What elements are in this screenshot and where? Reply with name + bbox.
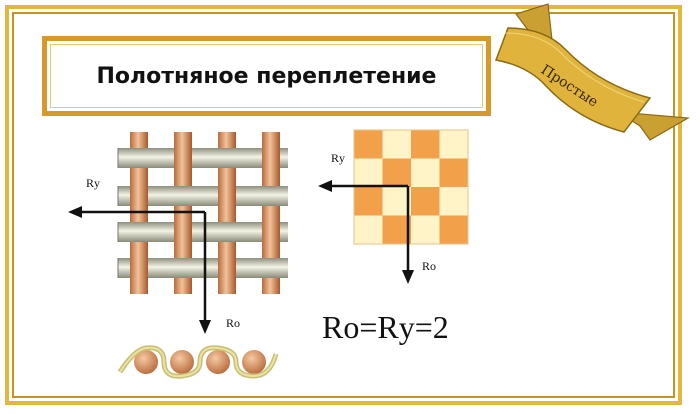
left-label-horizontal: Rу	[86, 176, 100, 190]
grid-cell	[411, 215, 440, 244]
grid-cell	[382, 215, 411, 244]
ribbon-banner: Простые	[494, 3, 690, 141]
repeat-arrows-left	[68, 206, 211, 334]
right-label-horizontal: Rу	[331, 151, 345, 165]
grid-cell	[439, 130, 468, 159]
page-title: Полотняное переплетение	[96, 63, 437, 89]
grid-cell	[411, 187, 440, 216]
grid-cell	[439, 158, 468, 187]
grid-cell	[411, 158, 440, 187]
grid-cell	[411, 130, 440, 159]
grid-cell	[354, 215, 383, 244]
weave-pattern-grid	[353, 129, 469, 245]
weave-cross-section	[117, 345, 279, 379]
grid-cell	[382, 187, 411, 216]
title-box-inner-border	[50, 44, 483, 108]
grid-cell	[354, 130, 383, 159]
inner-frame-border	[12, 12, 675, 398]
formula: Rо=Rу=2	[322, 309, 449, 345]
grid-cell	[382, 158, 411, 187]
grid-cell	[439, 215, 468, 244]
title-box: Полотняное переплетение	[42, 36, 491, 116]
grid-cell	[354, 158, 383, 187]
grid-cell	[439, 187, 468, 216]
grid-cell	[382, 130, 411, 159]
grid-cell	[354, 187, 383, 216]
right-label-vertical: Rо	[422, 259, 436, 273]
left-label-vertical: Rо	[226, 316, 240, 330]
repeat-arrows-right	[318, 180, 414, 284]
